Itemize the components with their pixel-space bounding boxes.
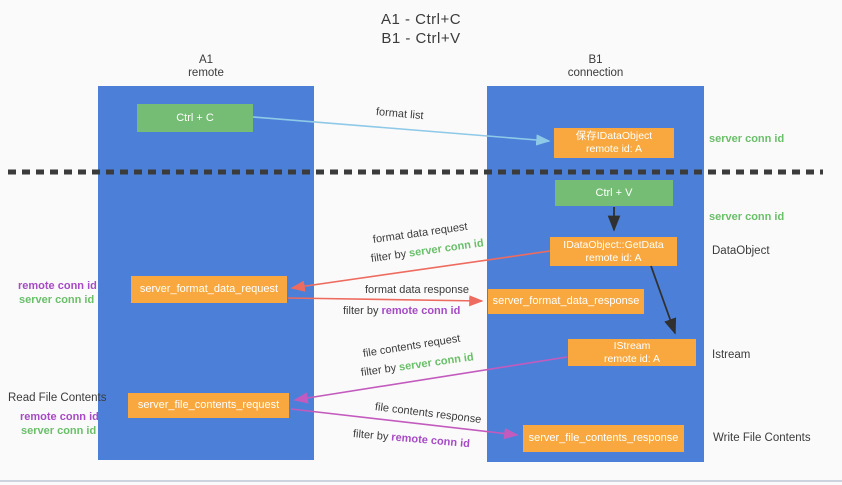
lane-a1-subtitle: remote	[188, 67, 224, 79]
node-getdata: IDataObject::GetData remote id: A	[550, 237, 677, 266]
diagram-title: A1 - Ctrl+C B1 - Ctrl+V	[0, 10, 842, 48]
node-server-format-data-response: server_format_data_response	[488, 289, 644, 314]
right-label-server-conn-id-1: server conn id	[709, 133, 785, 145]
node-server-format-data-request: server_format_data_request	[131, 276, 287, 303]
edge-label-format-list: format list	[375, 106, 425, 123]
right-label-server-conn-id-2: server conn id	[709, 211, 785, 223]
node-getdata-line2: remote id: A	[585, 251, 642, 264]
lane-b1-subtitle: connection	[567, 67, 624, 79]
node-save-dataobject: 保存IDataObject remote id: A	[554, 128, 674, 158]
node-istream-line2: remote id: A	[603, 352, 661, 365]
lane-header-b1: B1 connection	[487, 54, 704, 80]
left-label-remote-conn-id-1: remote conn id	[18, 280, 97, 292]
node-save-dataobject-line1: 保存IDataObject	[575, 130, 653, 142]
title-line-2: B1 - Ctrl+V	[381, 30, 461, 47]
lane-b1-name: B1	[588, 54, 603, 66]
filter-by-text: filter by	[352, 428, 389, 444]
left-label-server-conn-id-1: server conn id	[19, 294, 95, 306]
remote-conn-id-text: remote conn id	[381, 305, 461, 317]
edge-label-file-contents-response: file contents response	[374, 401, 482, 426]
filter-by-text: filter by	[370, 248, 407, 265]
node-server-format-data-request-label: server_format_data_request	[139, 283, 279, 295]
node-save-dataobject-line2: remote id: A	[585, 143, 643, 155]
node-istream-line1: IStream	[613, 339, 651, 352]
server-conn-id-text: server conn id	[408, 237, 485, 260]
title-line-1: A1 - Ctrl+C	[380, 11, 462, 28]
node-server-file-contents-request-label: server_file_contents_request	[137, 399, 280, 411]
bottom-border-line	[0, 480, 842, 482]
arrow-format-data-response	[287, 295, 484, 307]
node-ctrl-c: Ctrl + C	[137, 104, 253, 132]
node-ctrl-v: Ctrl + V	[555, 180, 673, 206]
left-label-remote-conn-id-2: remote conn id	[20, 411, 99, 423]
remote-conn-id-text: remote conn id	[390, 431, 471, 451]
filter-by-text: filter by	[343, 305, 379, 317]
node-ctrl-v-label: Ctrl + V	[595, 186, 633, 199]
filter-by-text: filter by	[360, 362, 397, 379]
right-label-dataobject: DataObject	[712, 245, 770, 257]
lane-header-a1: A1 remote	[98, 54, 314, 80]
right-label-istream: Istream	[712, 349, 751, 361]
node-server-format-data-response-label: server_format_data_response	[492, 295, 640, 307]
server-conn-id-text: server conn id	[398, 351, 475, 374]
node-ctrl-c-label: Ctrl + C	[176, 111, 214, 124]
node-istream: IStream remote id: A	[568, 339, 696, 366]
node-server-file-contents-response: server_file_contents_response	[523, 425, 684, 452]
left-label-server-conn-id-2: server conn id	[21, 425, 97, 437]
node-server-file-contents-request: server_file_contents_request	[128, 393, 289, 418]
right-label-write-file-contents: Write File Contents	[713, 432, 811, 444]
lane-a1-name: A1	[198, 54, 214, 66]
left-label-read-file-contents: Read File Contents	[8, 392, 107, 404]
node-server-file-contents-response-label: server_file_contents_response	[528, 432, 679, 444]
node-getdata-line1: IDataObject::GetData	[563, 238, 664, 251]
edge-label-format-data-response: format data response	[365, 284, 469, 296]
